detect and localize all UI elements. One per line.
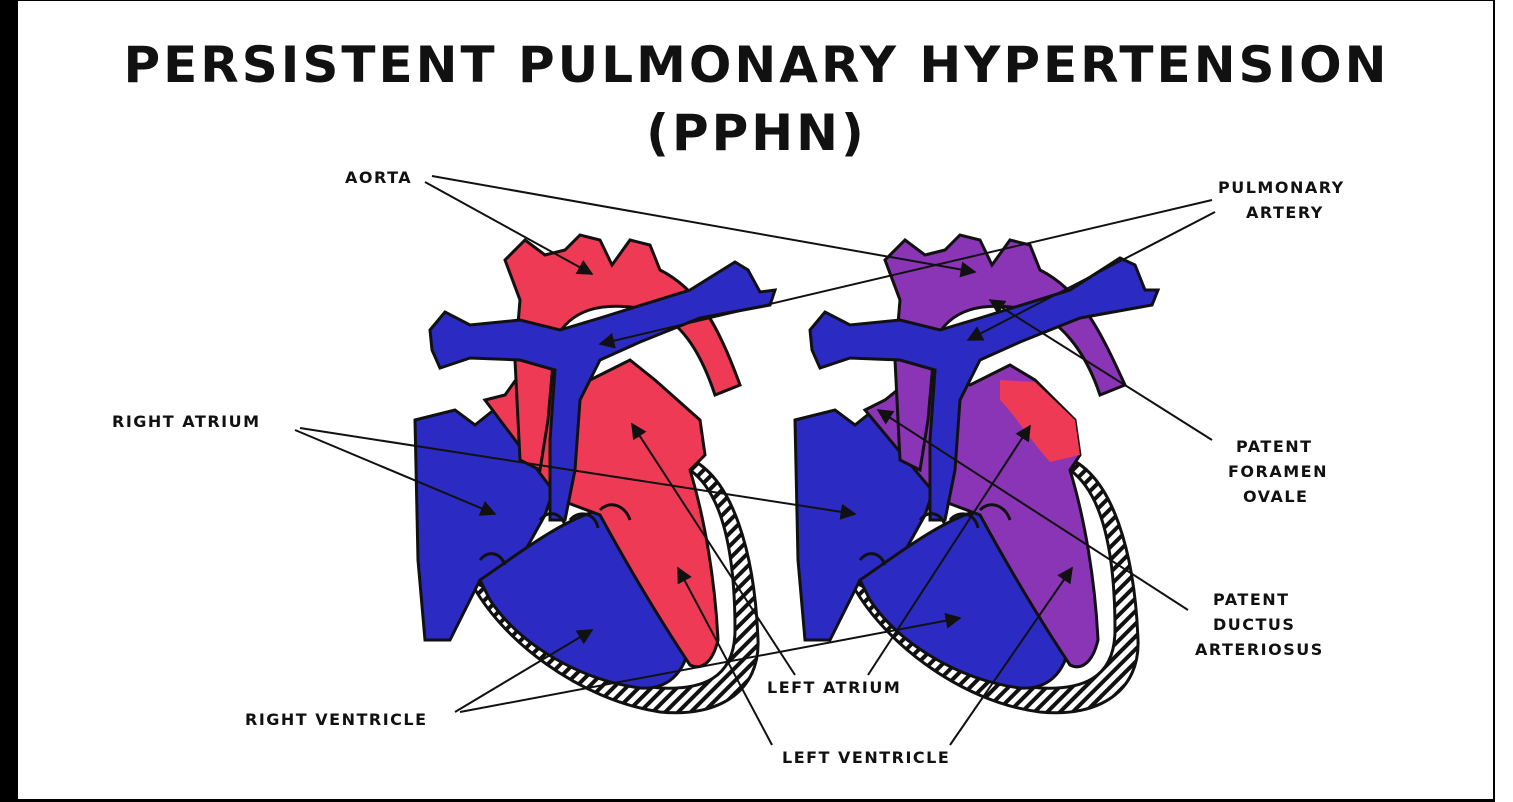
label-patent-foramen-line3: OVALE	[1243, 487, 1308, 506]
label-patent-ductus-line2: DUCTUS	[1213, 615, 1295, 634]
label-pulmonary-artery-line1: PULMONARY	[1218, 178, 1345, 197]
label-left-ventricle: LEFT VENTRICLE	[782, 748, 950, 767]
label-patent-ductus-line1: PATENT	[1213, 590, 1290, 609]
label-patent-ductus-line3: ARTERIOSUS	[1195, 640, 1324, 659]
label-patent-foramen-line1: PATENT	[1236, 437, 1313, 456]
label-aorta: AORTA	[345, 168, 412, 187]
label-right-atrium: RIGHT ATRIUM	[112, 412, 261, 431]
label-pulmonary-artery-line2: ARTERY	[1246, 203, 1324, 222]
label-left-atrium: LEFT ATRIUM	[767, 678, 901, 697]
label-patent-foramen-line2: FORAMEN	[1228, 462, 1328, 481]
label-right-ventricle: RIGHT VENTRICLE	[245, 710, 428, 729]
